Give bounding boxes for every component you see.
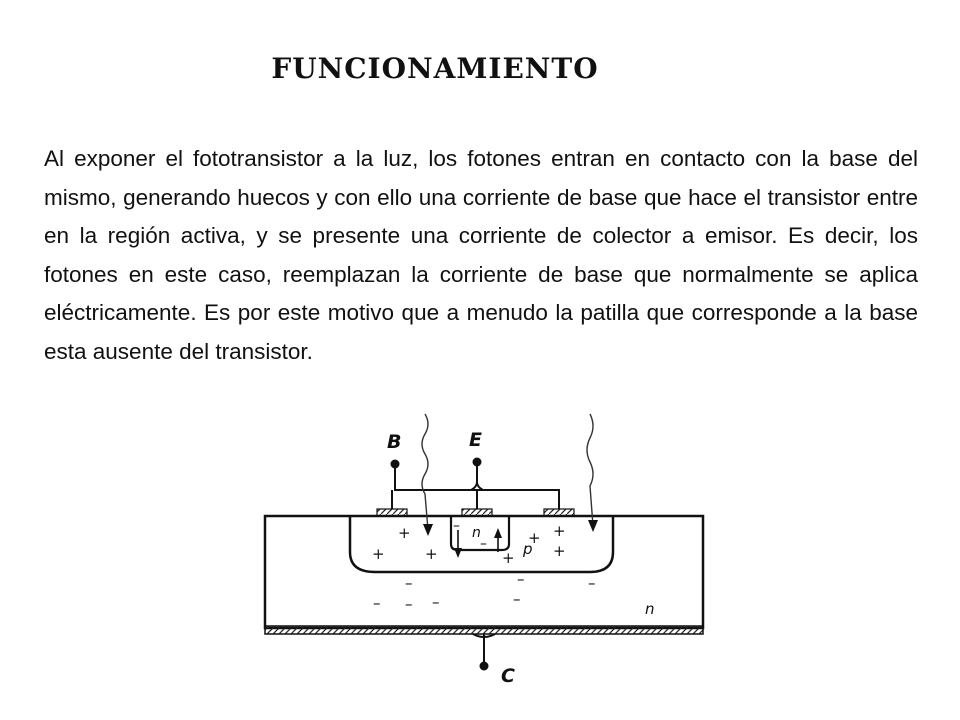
charge-plus: + <box>528 529 541 547</box>
charge-plus: + <box>425 545 438 563</box>
emitter-wire <box>470 462 484 509</box>
terminal-c-label: C <box>501 665 515 687</box>
charge-minus: – <box>513 590 521 608</box>
charge-minus: – <box>588 574 596 592</box>
photon-ray-2-arrowhead <box>588 520 598 532</box>
charge-minus: – <box>405 595 413 613</box>
base-region <box>348 516 615 574</box>
charge-minus: – <box>432 593 440 611</box>
terminal-b-label: B <box>387 431 401 453</box>
charge-plus: + <box>553 542 566 560</box>
base-region-p-label: p <box>522 540 533 558</box>
charge-minus: – <box>453 518 460 534</box>
charge-plus: + <box>372 545 385 563</box>
collector-terminal-dot <box>479 661 489 671</box>
hole-flow-arrowhead <box>454 548 462 558</box>
emitter-contact-pad <box>461 508 493 517</box>
phototransistor-diagram: B E C n p n + + + + + + + – – – – – – – … <box>263 413 705 687</box>
collector-metal-contact <box>264 625 704 635</box>
body-paragraph: Al exponer el fototransistor a la luz, l… <box>44 146 918 364</box>
base-contact-pad-right <box>543 508 575 517</box>
terminal-e-label: E <box>469 429 482 451</box>
charge-plus: + <box>398 524 411 542</box>
base-terminal-dot <box>390 459 400 469</box>
collector-wire-junction <box>472 633 496 638</box>
slide-title: FUNCIONAMIENTO <box>271 52 599 85</box>
photon-ray-1-arrowhead <box>423 524 433 536</box>
emitter-terminal-dot <box>472 457 482 467</box>
base-contact-pad-left <box>376 508 408 517</box>
emitter-region <box>449 516 511 552</box>
electron-flow-arrowhead <box>494 528 502 538</box>
charge-minus: – <box>517 570 525 588</box>
charge-plus: + <box>553 522 566 540</box>
collector-region-n-label: n <box>645 600 655 618</box>
charge-minus: – <box>480 536 487 552</box>
photon-ray-2 <box>586 413 594 527</box>
emitter-region-n-label: n <box>472 525 481 541</box>
photon-ray-1 <box>421 413 429 531</box>
charge-plus: + <box>502 549 515 567</box>
charge-minus: – <box>373 594 381 612</box>
charge-minus: – <box>405 574 413 592</box>
